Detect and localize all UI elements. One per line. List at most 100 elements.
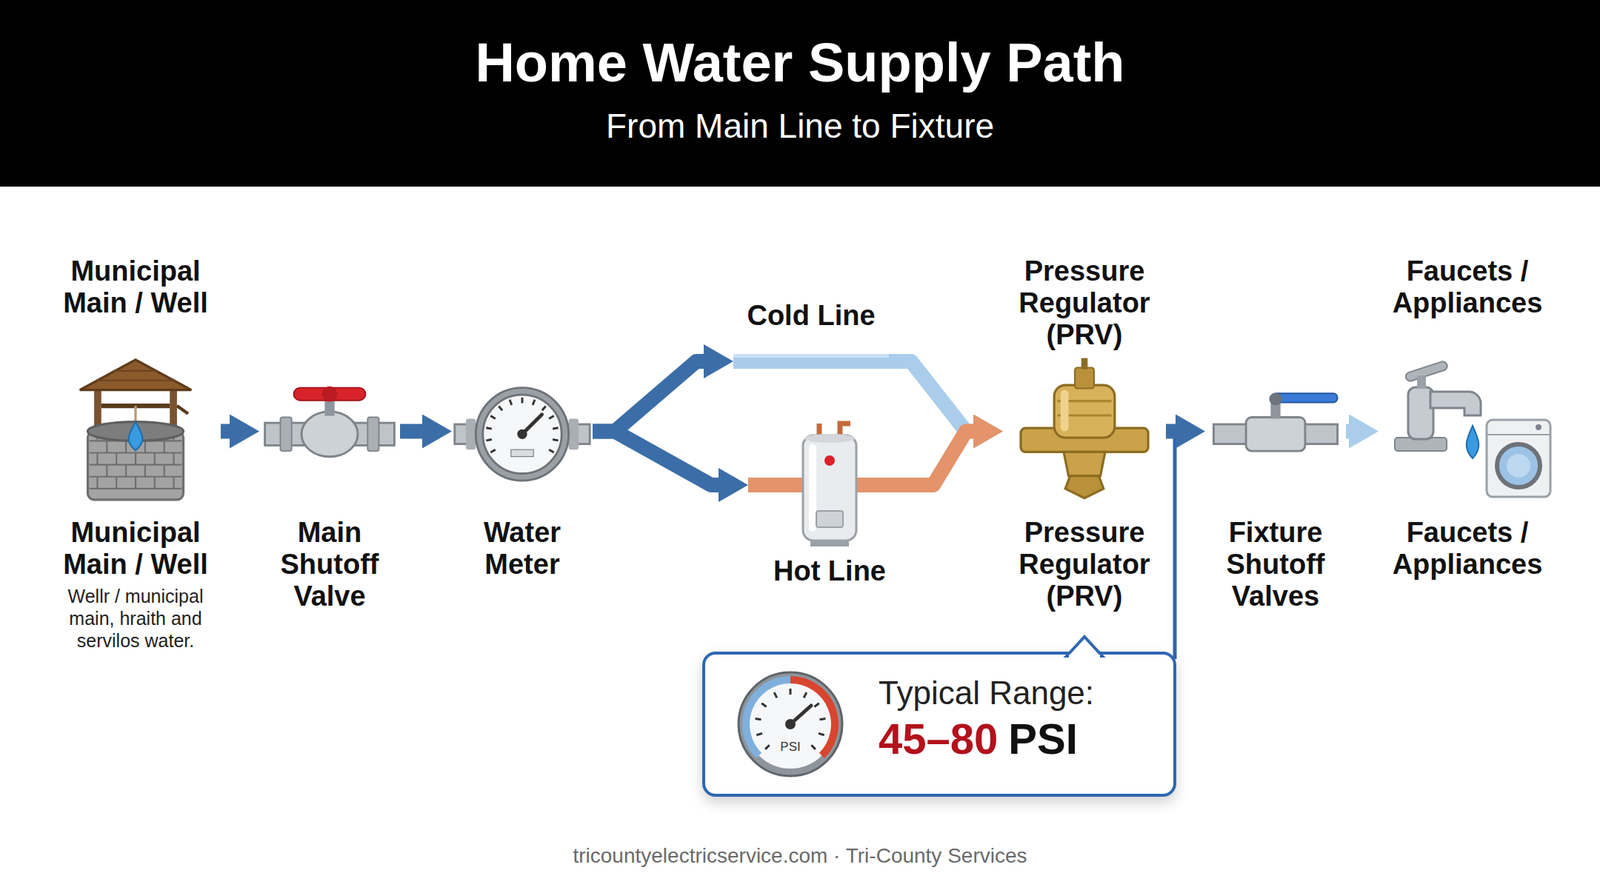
icon-part (1065, 476, 1104, 499)
icon-part (115, 477, 118, 489)
subtitle-text: From Main Line to Fixture (0, 105, 1600, 147)
icon-part (824, 455, 835, 466)
icon-part (173, 453, 175, 466)
icon-part (154, 453, 156, 466)
callout-leader (1173, 431, 1178, 660)
icon-graphic (733, 331, 889, 392)
icon-part (1272, 393, 1338, 403)
icon-part (745, 680, 835, 769)
cold-icon (733, 331, 889, 392)
component-label: Hot Line (748, 555, 912, 588)
icon-part (128, 422, 143, 452)
prv-icon (1002, 351, 1166, 512)
icon-part (1063, 451, 1106, 476)
icon-part (761, 703, 766, 708)
water-heater-node: Hot Line (748, 414, 912, 588)
heater-icon (748, 414, 912, 556)
icon-part (816, 511, 843, 528)
icon-part (485, 428, 492, 429)
pipe-arrow (220, 424, 232, 440)
icon-graphic (50, 351, 221, 512)
pipe-arrow (592, 361, 706, 432)
icon-part (509, 400, 512, 406)
component-label: Municipal Main / Well (50, 255, 221, 352)
range-value: 45–80PSI (878, 713, 1095, 777)
icon-part (1074, 368, 1095, 389)
icon-part (803, 692, 807, 698)
icon-part (1081, 358, 1089, 370)
icon-part (1497, 444, 1540, 488)
icon-graphic (451, 351, 593, 512)
icon-part (1060, 390, 1069, 432)
icon-part (733, 354, 889, 358)
well-icon (50, 351, 221, 512)
icon-part (367, 417, 379, 452)
regulator-node: Pressure Regulator (PRV)Pressure Regulat… (1002, 255, 1166, 613)
cold-line-node: Cold Line (733, 300, 889, 392)
icon-part (182, 440, 184, 453)
valve-icon (259, 351, 400, 512)
icon-part (1506, 454, 1531, 478)
footer-note: tricountyelectricservice.com · Tri-Count… (572, 844, 1027, 869)
icon-part (173, 477, 175, 489)
icon-part (811, 745, 816, 750)
gauge-unit: PSI (734, 740, 846, 755)
icon-part (548, 449, 555, 453)
icon-part (1054, 385, 1115, 438)
icon-part (80, 360, 192, 391)
pipe-arrow (1345, 424, 1351, 440)
icon-part (322, 386, 338, 403)
icon-part (105, 440, 108, 453)
icon-part (774, 692, 778, 698)
pointer-shape (1066, 637, 1103, 657)
icon-part (532, 400, 535, 406)
meter-icon (451, 351, 593, 512)
title-text: Home Water Supply Path (0, 29, 1600, 97)
icon-part (96, 477, 98, 489)
icon-part (134, 477, 137, 489)
icon-part (802, 435, 857, 541)
icon-part (498, 405, 503, 411)
spacer (1205, 255, 1346, 352)
gauge-icon: PSI (734, 668, 846, 780)
icon-part (756, 733, 763, 735)
pipe-arrow (911, 431, 975, 486)
range-text: Typical Range:45–80PSI (878, 673, 1095, 777)
icon-part (808, 444, 817, 532)
icon-part (134, 453, 137, 466)
fixture-icon (1205, 351, 1346, 512)
icon-part (485, 440, 492, 441)
icon-part (125, 440, 127, 453)
range-heading: Typical Range: (878, 673, 1095, 714)
component-label: Pressure Regulator (PRV) (1002, 517, 1166, 613)
icon-graphic (734, 668, 846, 780)
icon-part (814, 703, 819, 708)
icon-part (490, 449, 496, 453)
icon-part (115, 453, 118, 466)
icon-part (105, 465, 108, 478)
range-number: 45–80 (878, 714, 998, 763)
icon-part (542, 405, 546, 411)
icon-part (280, 417, 292, 452)
icon-part (1268, 392, 1282, 406)
icon-part (154, 477, 156, 489)
icon-part (820, 719, 826, 720)
icon-part (552, 440, 559, 441)
icon-part (1535, 424, 1542, 431)
icon-graphic (1205, 351, 1346, 512)
fixture-valve-node: Fixture Shutoff Valves (1205, 255, 1346, 613)
icon-part (804, 434, 855, 443)
icon-part (785, 719, 796, 730)
icon-graphic (259, 351, 400, 512)
icon-part (1404, 360, 1449, 383)
component-label: Cold Line (733, 300, 889, 332)
fixture-node: Faucets / AppliancesFaucets / Appliances (1378, 255, 1557, 581)
pipe-arrow (592, 431, 720, 486)
icon-part (552, 428, 559, 429)
icon-part (548, 416, 555, 420)
icon-part (818, 733, 825, 735)
pipe-arrow (888, 361, 975, 432)
spacer (259, 255, 400, 352)
icon-part (1430, 391, 1481, 416)
